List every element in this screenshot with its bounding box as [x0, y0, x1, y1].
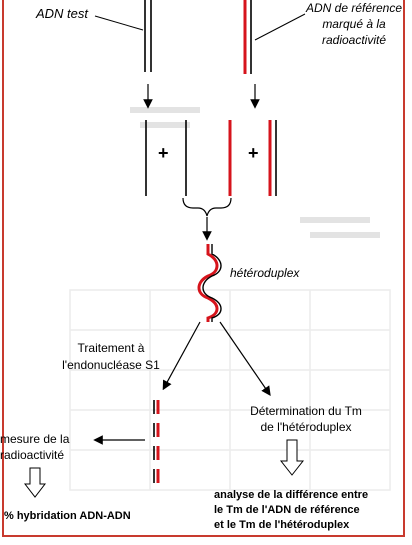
analysis-line3: et le Tm de l'hétéroduplex — [214, 519, 350, 531]
test-dna-label: ADN test — [36, 6, 89, 21]
s1-digested-fragments — [153, 400, 160, 483]
brace — [182, 197, 232, 217]
reference-dna-leader — [254, 13, 306, 41]
arrow-to-s1 — [162, 321, 201, 391]
measure-radioactivity-label: mesure de la radioactivité — [0, 431, 69, 463]
s1-treatment-label: Traitement à l'endonucléase S1 — [52, 340, 170, 374]
hollow-arrow-hybridization — [23, 467, 47, 498]
test-dna-leader — [94, 15, 144, 31]
s1-treatment-line2: l'endonucléase S1 — [62, 358, 160, 372]
reference-dna-label-line2: marqué à la — [322, 17, 386, 31]
test-dna-strands — [144, 0, 152, 72]
reference-dna-strands — [243, 0, 252, 74]
tm-determination-line2: de l'hétéroduplex — [260, 420, 352, 434]
s1-treatment-line1: Traitement à — [77, 341, 145, 355]
heteroduplex-label: hétéroduplex — [230, 266, 300, 280]
reference-dna-label-line3: radioactivité — [321, 33, 387, 47]
hollow-arrow-analysis — [279, 439, 305, 476]
arrow-to-tm — [219, 321, 271, 396]
reference-dna-label: ADN de référence marqué à la radioactivi… — [300, 0, 408, 48]
plus-sign-left: + — [158, 143, 169, 163]
single-strands-mix — [145, 120, 277, 196]
analysis-line2: le Tm de l'ADN de référence — [214, 504, 360, 516]
heteroduplex-molecule — [197, 244, 222, 322]
plus-sign-right: + — [248, 143, 259, 163]
tm-determination-label: Détermination du Tm de l'hétéroduplex — [226, 403, 386, 435]
analysis-line1: analyse de la différence entre — [214, 489, 369, 501]
tm-determination-line1: Détermination du Tm — [250, 404, 362, 418]
figure-frame — [2, 0, 405, 537]
measure-line2: radioactivité — [0, 448, 65, 462]
reference-dna-label-line1: ADN de référence — [305, 1, 403, 15]
measure-line1: mesure de la — [0, 432, 70, 446]
tm-analysis-label: analyse de la différence entre le Tm de … — [214, 488, 368, 533]
hybridization-percent-label: % hybridation ADN-ADN — [4, 510, 131, 522]
